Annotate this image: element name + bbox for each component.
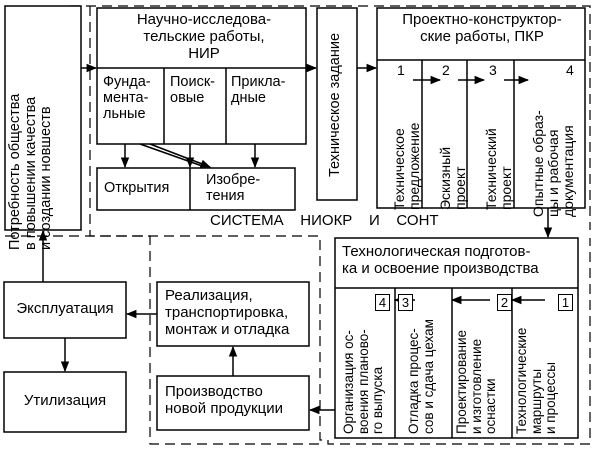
discoveries-label: Открытия bbox=[104, 180, 170, 196]
pkr-step-2-label: Эскизный проект bbox=[437, 146, 469, 210]
pkr-step-3-num: 3 bbox=[489, 62, 497, 78]
nir-title: Научно-исследова- тельские работы, НИР bbox=[136, 11, 272, 62]
prep-box bbox=[334, 237, 579, 439]
prep-step-4-label: Организация ос- воения планово- го выпус… bbox=[341, 329, 386, 434]
inventions-label: Изобре- тения bbox=[206, 172, 261, 205]
nir-box bbox=[96, 7, 307, 145]
nir-fundamental: Фунда- мента- льные bbox=[103, 74, 151, 123]
pkr-title: Проектно-конструктор- ские работы, ПКР bbox=[402, 11, 562, 45]
outputs-box bbox=[96, 167, 296, 211]
tech-task-box bbox=[316, 7, 358, 201]
pkr-step-1-num: 1 bbox=[397, 62, 405, 78]
pkr-step-4-num: 4 bbox=[566, 62, 574, 78]
arrow-nir-cross2 bbox=[139, 143, 206, 168]
arrow-nir-cross bbox=[149, 143, 211, 168]
nir-applied: Прикла- дные bbox=[231, 74, 286, 107]
utilization-label: Утилизация bbox=[23, 392, 107, 409]
pkr-step-4-label: Опытные образ- цы и рабочая документация bbox=[530, 110, 577, 217]
prep-title: Технологическая подготов- ка и освоение … bbox=[342, 243, 539, 277]
production-box bbox=[156, 375, 310, 431]
exploitation-label: Эксплуатация bbox=[16, 300, 114, 317]
tech-task-label: Техническое задание bbox=[327, 32, 343, 178]
prep-step-2-num: 2 bbox=[497, 294, 512, 311]
prep-step-2-label: Проектирование и изготовление оснастки bbox=[454, 329, 499, 434]
prep-step-4-num: 4 bbox=[375, 294, 390, 311]
pkr-step-2-num: 2 bbox=[442, 62, 450, 78]
system-label: СИСТЕМА НИОКР И СОНТ bbox=[210, 212, 439, 229]
prep-step-1-label: Технологические маршруты и процессы bbox=[514, 327, 559, 434]
system-boundary-left bbox=[5, 235, 320, 445]
production-label: Производство новой продукции bbox=[165, 383, 283, 417]
realization-label: Реализация, транспортировка, монтаж и от… bbox=[165, 287, 290, 338]
pkr-step-1-label: Техническое предложение bbox=[391, 122, 423, 210]
prep-step-3-label: Отладка процес- сов и сдача цехам bbox=[406, 319, 436, 434]
prep-step-1-num: 1 bbox=[558, 294, 573, 311]
needs-label: Потребность общества в повышении качеств… bbox=[7, 93, 55, 250]
prep-step-3-num: 3 bbox=[398, 294, 413, 311]
nir-search: Поиск- овые bbox=[170, 74, 216, 107]
pkr-step-3-label: Технический проект bbox=[483, 128, 515, 210]
system-boundary bbox=[70, 5, 591, 445]
pkr-box bbox=[376, 7, 586, 209]
